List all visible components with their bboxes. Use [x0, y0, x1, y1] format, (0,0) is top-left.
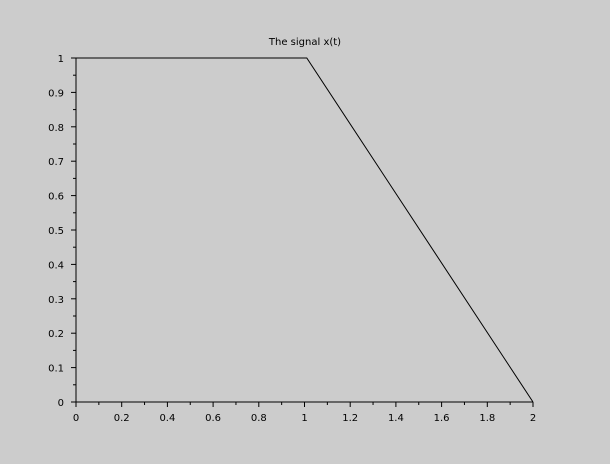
x-tick-label: 0.8 — [251, 413, 267, 424]
y-tick-label: 0.5 — [48, 226, 64, 237]
y-tick-label: 0.3 — [48, 295, 64, 306]
x-tick-label: 0.4 — [159, 413, 175, 424]
y-tick-label: 0.6 — [48, 192, 64, 203]
chart-title: The signal x(t) — [268, 37, 341, 48]
y-tick-label: 0.7 — [48, 157, 64, 168]
y-tick-label: 0.2 — [48, 329, 64, 340]
signal-line — [76, 57, 534, 403]
x-tick-label: 0 — [73, 413, 79, 424]
series-layer — [76, 57, 534, 403]
axes — [75, 58, 533, 403]
y-tick-label: 1 — [58, 54, 64, 65]
x-tick-label: 1.8 — [479, 413, 495, 424]
y-tick-label: 0.9 — [48, 88, 64, 99]
x-tick-label: 1 — [301, 413, 307, 424]
y-tick-label: 0.8 — [48, 123, 64, 134]
y-tick-label: 0 — [58, 398, 64, 409]
x-tick-label: 1.6 — [434, 413, 450, 424]
x-tick-label: 1.4 — [388, 413, 404, 424]
x-tick-label: 2 — [530, 413, 536, 424]
y-tick-label: 0.1 — [48, 364, 64, 375]
x-tick-label: 0.6 — [205, 413, 221, 424]
x-tick-label: 1.2 — [342, 413, 358, 424]
x-tick-label: 0.2 — [114, 413, 130, 424]
ticks: 0 0.2 0.4 0.6 0.8 1 1.2 1.4 1.6 1.8 2 0 0.1 0.2 0.3 0.4… — [48, 54, 536, 424]
y-tick-label: 0.4 — [48, 260, 64, 271]
